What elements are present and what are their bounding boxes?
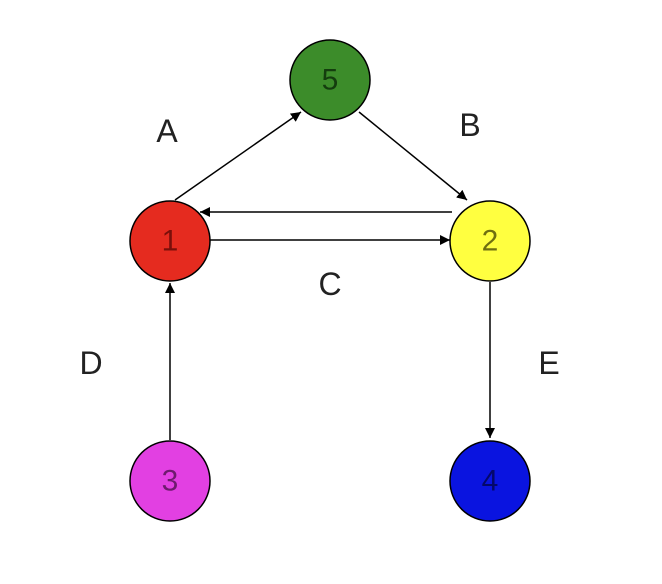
node-5-circle — [289, 39, 371, 121]
edge-label-e: E — [538, 345, 559, 381]
node-4: 4 — [449, 440, 531, 522]
node-4-label: 4 — [482, 465, 499, 498]
node-2-label: 2 — [482, 225, 499, 258]
node-3-circle — [129, 440, 211, 522]
edge-1-to-5 — [174, 111, 302, 201]
node-2-circle — [449, 200, 531, 282]
edge-label-c: C — [318, 266, 341, 302]
node-4-circle — [449, 440, 531, 522]
edge-label-d: D — [79, 345, 102, 381]
node-1: 1 — [129, 200, 211, 282]
node-2: 2 — [449, 200, 531, 282]
node-3: 3 — [129, 440, 211, 522]
node-5: 5 — [289, 39, 371, 121]
edge-label-a: A — [156, 113, 178, 149]
edge-label-b: B — [459, 107, 480, 143]
node-1-label: 1 — [162, 225, 179, 258]
node-5-label: 5 — [322, 64, 339, 97]
node-1-circle — [129, 200, 211, 282]
edge-5-to-2 — [358, 111, 468, 201]
node-3-label: 3 — [162, 465, 179, 498]
